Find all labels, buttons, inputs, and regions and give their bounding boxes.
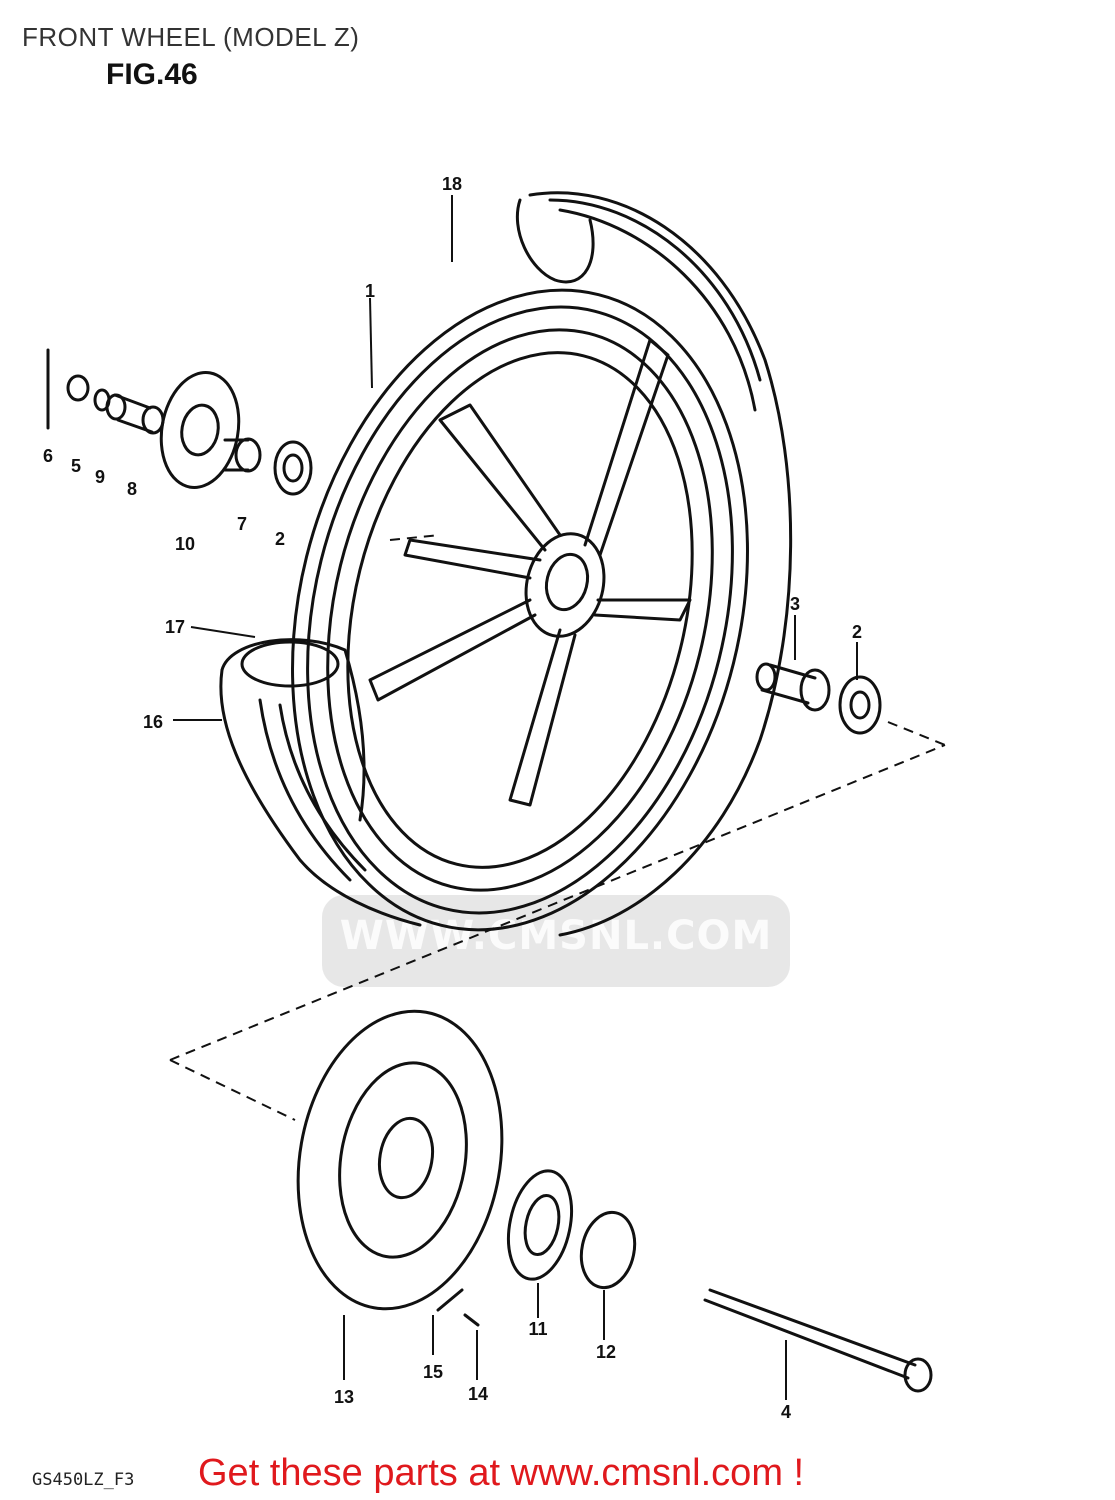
callout-5: 5 (71, 456, 81, 476)
callout-7: 7 (237, 514, 247, 534)
callout-16: 16 (143, 712, 163, 732)
bolt-14 (463, 1313, 480, 1327)
callout-2: 2 (852, 622, 862, 642)
callout-13: 13 (334, 1387, 354, 1407)
left-hardware (46, 348, 313, 496)
footer-link[interactable]: Get these parts at www.cmsnl.com ! (198, 1452, 805, 1494)
front-axle (703, 1288, 933, 1393)
figure-number: FIG.46 (106, 58, 198, 91)
callout-8: 8 (127, 479, 137, 499)
callout-3: 3 (790, 594, 800, 614)
callout-10: 10 (175, 534, 195, 554)
callout-2: 2 (275, 529, 285, 549)
brake-disc (296, 1009, 504, 1311)
callout-1: 1 (365, 281, 375, 301)
callout-6: 6 (43, 446, 53, 466)
speedometer-parts (507, 1169, 637, 1290)
page-title: FRONT WHEEL (MODEL Z) (22, 22, 360, 52)
callout-11: 11 (528, 1319, 547, 1339)
watermark-text: WWW.CMSNL.COM (339, 913, 773, 959)
callout-15: 15 (423, 1362, 443, 1382)
callout-9: 9 (95, 467, 105, 487)
callout-17: 17 (165, 617, 185, 637)
callout-4: 4 (781, 1402, 791, 1422)
callout-18: 18 (442, 174, 462, 194)
callout-12: 12 (596, 1342, 616, 1362)
diagram-code: GS450LZ_F3 (32, 1470, 135, 1490)
front-wheel (219, 191, 793, 937)
right-hardware (755, 662, 882, 735)
bolt-15 (436, 1288, 464, 1312)
callout-14: 14 (468, 1384, 488, 1404)
